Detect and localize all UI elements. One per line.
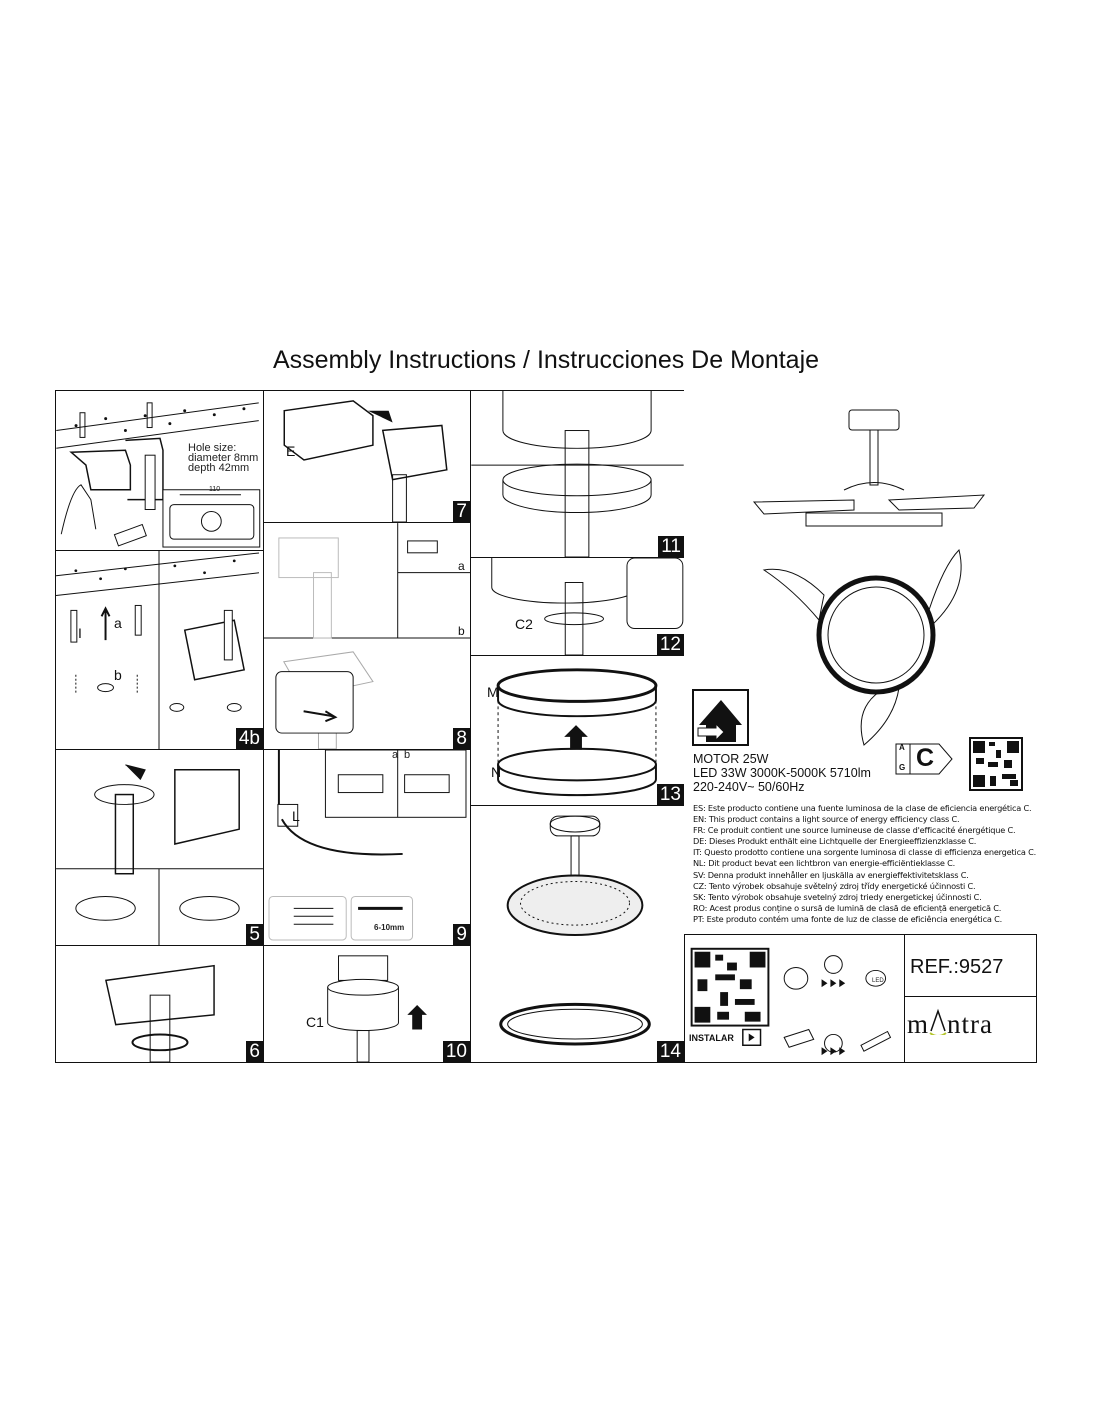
step-9-panel: L a b 6-10mm 9: [263, 749, 471, 946]
step-6-panel: 6: [55, 945, 264, 1063]
step-11-panel: 11: [470, 390, 685, 558]
step-number: 4b: [235, 728, 263, 749]
install-icons: [690, 947, 892, 1056]
step-5-panel: 5: [55, 749, 264, 946]
step-4b-panel: I a b 4b: [55, 550, 264, 750]
light-ring-illustration: [496, 668, 658, 797]
anchor-screw-illustration: [56, 551, 260, 749]
voltage-spec: 220-240V~ 50/60Hz: [693, 780, 805, 794]
label-a: a: [114, 615, 122, 631]
label-a: a: [392, 749, 399, 761]
energy-efficiency-statements: ES: Este producto contiene una fuente lu…: [693, 803, 1036, 925]
hole-depth-label: depth 42mm: [188, 462, 250, 474]
qr-code-install: [690, 947, 770, 1027]
label-b: b: [404, 749, 411, 761]
driver-box-illustration: [283, 400, 448, 522]
step-number: 7: [453, 501, 470, 522]
page-title: Assembly Instructions / Instrucciones De…: [272, 346, 820, 374]
wiring-illustration: [268, 750, 467, 941]
label-c1: C1: [306, 1014, 324, 1030]
efficiency-text-en: EN: This product contains a light source…: [693, 814, 960, 825]
led-icon-label: LED: [872, 978, 884, 984]
step-7-panel: E 7: [263, 390, 471, 523]
step-number: 13: [656, 784, 684, 805]
step-12-panel: C2 12: [470, 557, 685, 656]
bracket-rotate-illustration: [105, 964, 215, 1062]
efficiency-text-pt: PT: Este produto contém uma fonte de luz…: [693, 913, 1003, 924]
step-1-panel: Hole size: diameter 8mm depth 42mm 110: [55, 390, 264, 551]
indoor-use-icon: [692, 689, 749, 746]
hole-size-label: Hole size:: [188, 442, 237, 454]
product-info-panel: A G C: [684, 390, 1037, 935]
efficiency-text-nl: NL: Dit product bevat een lichtbron van …: [693, 858, 956, 869]
step-10-panel: C1 10: [263, 945, 471, 1063]
label-i: I: [78, 625, 82, 641]
energy-scale-top: A: [899, 743, 905, 752]
led-spec: LED 33W 3000K-5000K 5710lm: [693, 766, 871, 780]
efficiency-text-sk: SK: Tento výrobok obsahuje svetelný zdro…: [693, 891, 982, 902]
ceiling-drill-illustration: [56, 402, 261, 548]
step-number: 10: [442, 1041, 470, 1062]
bracket-mount-illustration: [56, 764, 263, 945]
final-assembly-illustration: [499, 815, 651, 1046]
label-e: E: [286, 443, 296, 459]
qr-code-energy: [969, 737, 1023, 791]
strip-length-label: 6-10mm: [374, 923, 405, 932]
install-video-label: INSTALAR: [689, 1033, 734, 1043]
step-8-panel: a b 8: [263, 522, 471, 750]
step-number: 11: [658, 536, 684, 557]
step-number: 5: [246, 924, 263, 945]
efficiency-text-ro: RO: Acest produs conține o sursă de lumi…: [693, 902, 1002, 913]
step-number: 12: [656, 634, 684, 655]
label-b: b: [458, 624, 465, 638]
product-specs: MOTOR 25W LED 33W 3000K-5000K 5710lm 220…: [693, 752, 871, 794]
efficiency-text-fr: FR: Ce produit contient une source lumin…: [693, 825, 1016, 836]
step-number: 14: [656, 1041, 684, 1062]
ceiling-fan-illustration: [692, 409, 1023, 791]
step-number: 6: [246, 1041, 263, 1062]
step-14-panel: 14: [470, 805, 685, 1063]
efficiency-text-de: DE: Dieses Produkt enthält eine Lichtque…: [693, 836, 977, 847]
canopy-illustration: [327, 955, 427, 1062]
efficiency-text-sv: SV: Denna produkt innehåller en ljuskäll…: [693, 869, 969, 880]
motor-spec: MOTOR 25W: [693, 752, 769, 766]
efficiency-text-it: IT: Questo prodotto contiene una sorgent…: [693, 847, 1037, 858]
brand-box: [904, 996, 1037, 1063]
step-number: 9: [453, 924, 470, 945]
efficiency-text-es: ES: Este producto contiene una fuente lu…: [693, 803, 1032, 813]
canopy-lock-illustration: [491, 558, 684, 655]
connector-illustration: [264, 523, 470, 749]
step-13-panel: M N 13: [470, 655, 685, 806]
energy-scale-bottom: G: [899, 763, 906, 772]
motor-mount-illustration: [471, 391, 684, 557]
label-m: M: [487, 684, 499, 700]
reference-box: [904, 934, 1037, 997]
energy-class-label: C: [916, 744, 935, 772]
step-number: 8: [453, 728, 470, 749]
label-b: b: [114, 667, 122, 683]
efficiency-text-cz: CZ: Tento výrobek obsahuje světelný zdro…: [693, 880, 976, 891]
label-n: N: [491, 764, 502, 780]
brand-logo-mark: [929, 1008, 947, 1037]
product-reference: REF.:9527: [910, 956, 1004, 978]
bracket-dimension: 110: [209, 486, 221, 493]
footer-icons-panel: LED: [684, 934, 905, 1063]
label-a: a: [458, 559, 465, 573]
label-c2: C2: [515, 616, 533, 632]
video-icon: [742, 1028, 762, 1047]
label-l: L: [292, 808, 300, 824]
hole-diameter-label: diameter 8mm: [188, 452, 259, 464]
